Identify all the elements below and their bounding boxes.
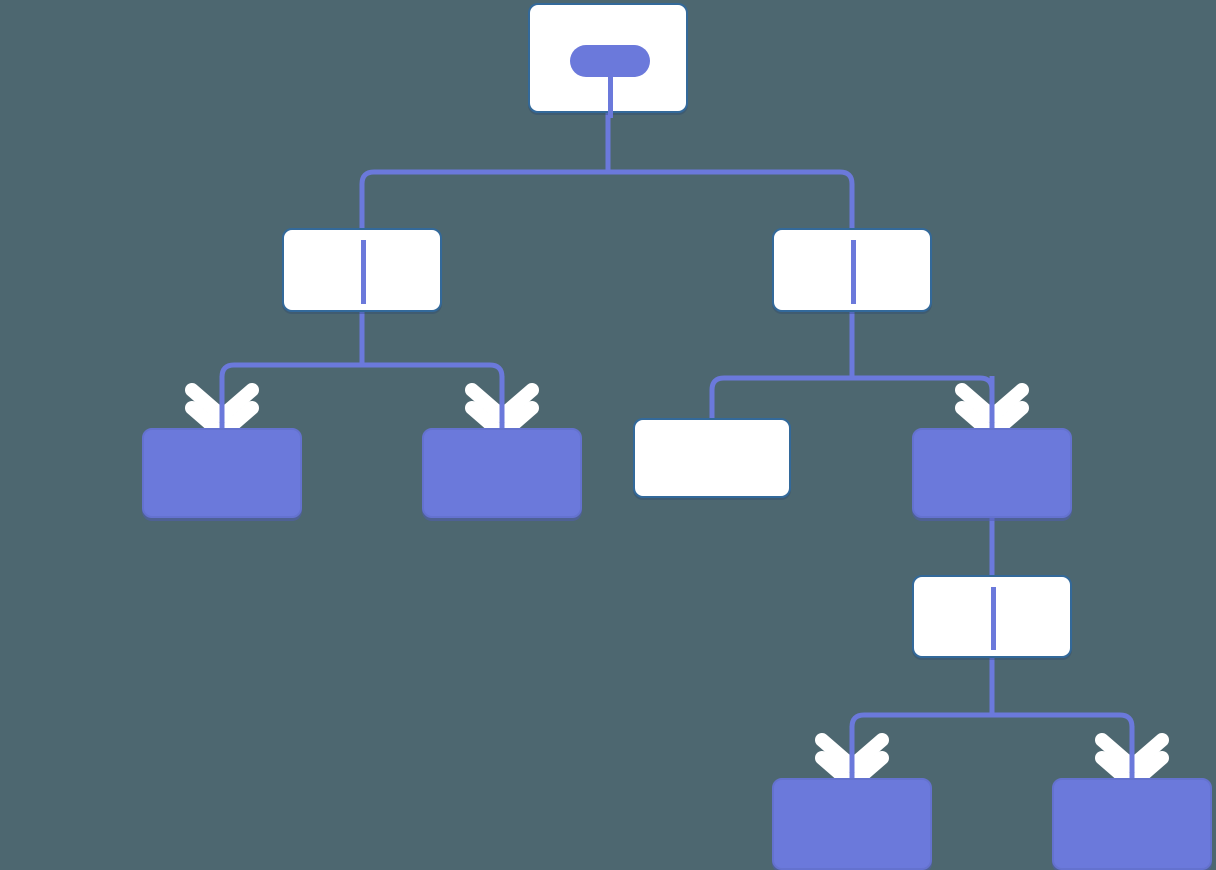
branch-node-deep[interactable] xyxy=(912,575,1072,658)
root-node[interactable] xyxy=(528,3,688,118)
leaf-node-4[interactable] xyxy=(1052,778,1212,870)
edge-root-to-left xyxy=(359,169,608,228)
node-passthrough-connector xyxy=(991,587,996,650)
leaf-node-1[interactable] xyxy=(142,428,302,518)
branch-node-right[interactable] xyxy=(772,228,932,312)
root-pill-placeholder xyxy=(570,45,650,77)
branch-node-left[interactable] xyxy=(282,228,442,312)
edge-root-to-right xyxy=(608,169,855,228)
edge-right-to-empty xyxy=(709,375,852,418)
leaf-node-3[interactable] xyxy=(772,778,932,870)
node-passthrough-connector xyxy=(851,240,856,304)
branch-node-lower[interactable] xyxy=(912,428,1072,518)
node-passthrough-connector xyxy=(361,240,366,304)
node-passthrough-connector xyxy=(608,77,613,118)
empty-node[interactable] xyxy=(633,418,791,498)
leaf-node-2[interactable] xyxy=(422,428,582,518)
